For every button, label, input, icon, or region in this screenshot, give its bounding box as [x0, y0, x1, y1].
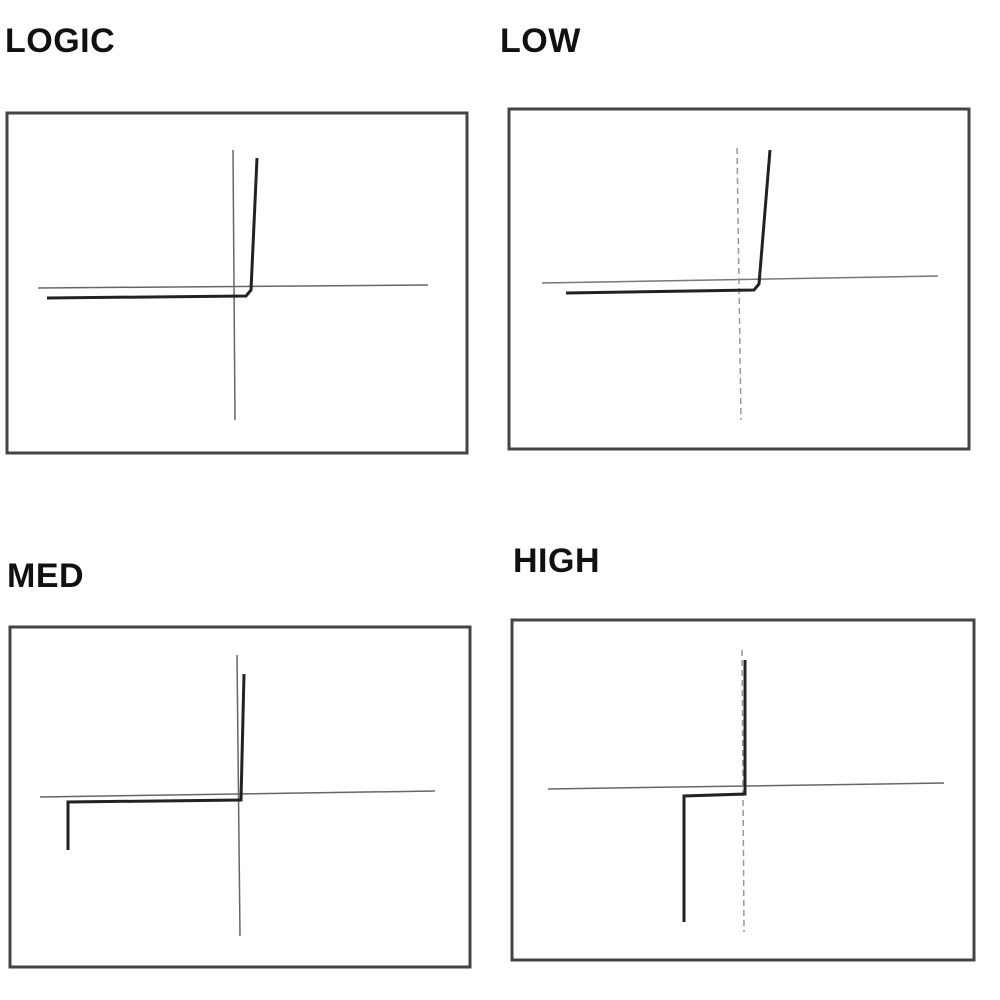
trace-curve — [565, 149, 772, 295]
y-axis — [736, 147, 742, 421]
y-axis — [741, 649, 745, 933]
y-axis — [236, 654, 241, 937]
screen-frame — [5, 111, 469, 455]
panel-title-med: MED — [7, 557, 85, 595]
x-axis — [39, 790, 436, 798]
x-axis — [541, 275, 939, 284]
y-axis — [232, 149, 236, 421]
trace-curve — [682, 660, 747, 922]
trace-curve — [46, 157, 259, 300]
screen-frame — [507, 107, 971, 451]
x-axis — [37, 284, 429, 289]
screen-frame — [8, 625, 472, 969]
panel-title-low: LOW — [500, 22, 581, 60]
trace-curve — [66, 673, 246, 850]
screen-frame — [510, 618, 976, 962]
panel-title-logic: LOGIC — [5, 22, 116, 60]
panel-title-high: HIGH — [513, 542, 600, 580]
